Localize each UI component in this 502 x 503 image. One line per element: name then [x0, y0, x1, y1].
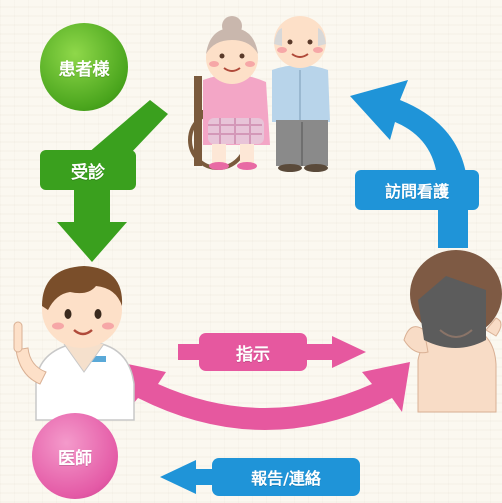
instruction-label: 指示: [236, 344, 270, 365]
instruction-arrow: [178, 333, 366, 371]
consult-arrow: [40, 100, 168, 262]
home-nursing-arrow: [350, 80, 479, 248]
report-arrow: [160, 458, 360, 496]
elderly-couple-illustration: [188, 16, 330, 172]
exchange-curve-arrow: [118, 362, 410, 430]
home-nursing-label: 訪問看護: [384, 182, 449, 201]
nurse-illustration: [403, 250, 502, 413]
report-contact-label: 報告/連絡: [251, 469, 321, 488]
consult-label: 受診: [71, 162, 105, 183]
doctor-illustration: [13, 266, 135, 421]
patient-badge: 患者様: [40, 23, 128, 111]
doctor-badge: 医師: [32, 413, 118, 499]
